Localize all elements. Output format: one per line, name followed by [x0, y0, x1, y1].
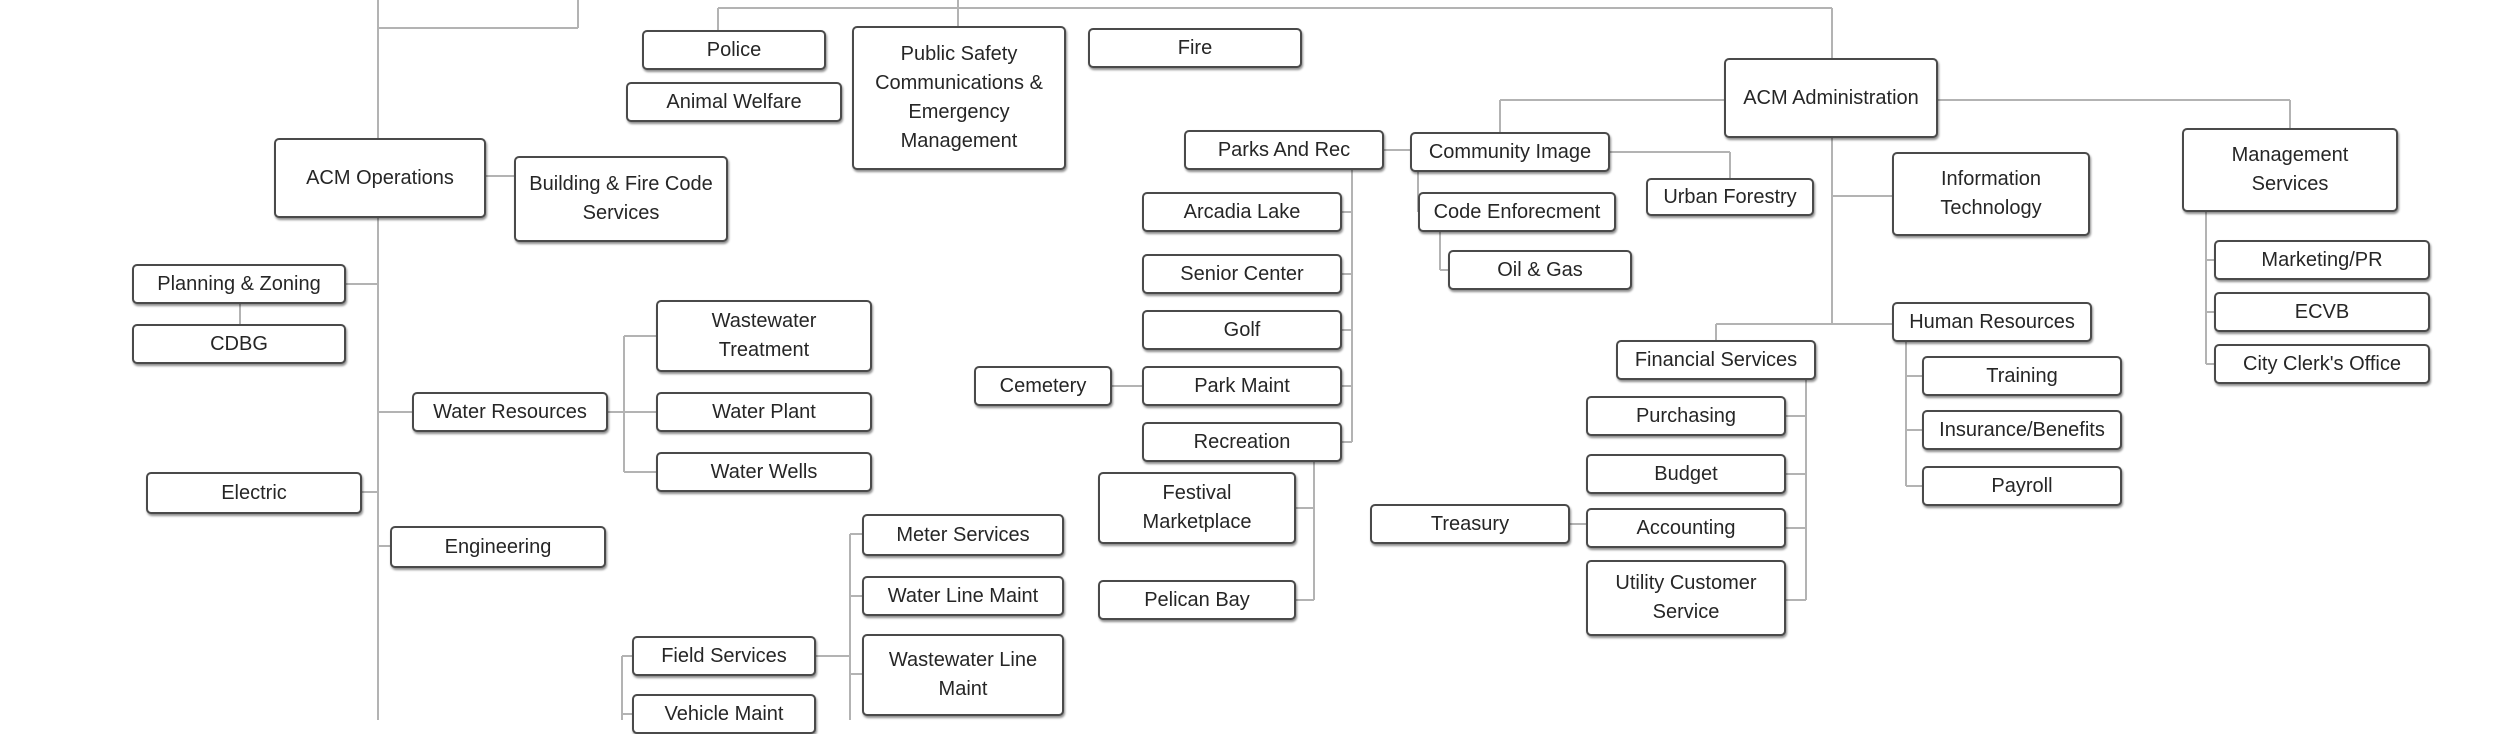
- box-parks-and-rec: Parks And Rec: [1184, 130, 1384, 170]
- box-acm-operations: ACM Operations: [274, 138, 486, 218]
- box-payroll: Payroll: [1922, 466, 2122, 506]
- box-wastewater-treatment: Wastewater Treatment: [656, 300, 872, 372]
- box-vehicle-maint: Vehicle Maint: [632, 694, 816, 734]
- box-human-resources: Human Resources: [1892, 302, 2092, 342]
- box-field-services: Field Services: [632, 636, 816, 676]
- box-ecvb: ECVB: [2214, 292, 2430, 332]
- box-animal-welfare: Animal Welfare: [626, 82, 842, 122]
- box-park-maint: Park Maint: [1142, 366, 1342, 406]
- box-training: Training: [1922, 356, 2122, 396]
- box-utility-customer-service: Utility Customer Service: [1586, 560, 1786, 636]
- box-building-fire-code: Building & Fire Code Services: [514, 156, 728, 242]
- box-senior-center: Senior Center: [1142, 254, 1342, 294]
- box-budget: Budget: [1586, 454, 1786, 494]
- box-arcadia-lake: Arcadia Lake: [1142, 192, 1342, 232]
- box-festival-marketplace: Festival Marketplace: [1098, 472, 1296, 544]
- box-planning-zoning: Planning & Zoning: [132, 264, 346, 304]
- box-insurance-benefits: Insurance/Benefits: [1922, 410, 2122, 450]
- box-treasury: Treasury: [1370, 504, 1570, 544]
- box-fire: Fire: [1088, 28, 1302, 68]
- box-oil-gas: Oil & Gas: [1448, 250, 1632, 290]
- box-pelican-bay: Pelican Bay: [1098, 580, 1296, 620]
- box-engineering: Engineering: [390, 526, 606, 568]
- box-water-resources: Water Resources: [412, 392, 608, 432]
- box-water-line-maint: Water Line Maint: [862, 576, 1064, 616]
- box-information-technology: Information Technology: [1892, 152, 2090, 236]
- box-code-enforcement: Code Enforecment: [1418, 192, 1616, 232]
- box-cdbg: CDBG: [132, 324, 346, 364]
- box-police: Police: [642, 30, 826, 70]
- box-water-wells: Water Wells: [656, 452, 872, 492]
- box-accounting: Accounting: [1586, 508, 1786, 548]
- box-cemetery: Cemetery: [974, 366, 1112, 406]
- box-acm-administration: ACM Administration: [1724, 58, 1938, 138]
- box-golf: Golf: [1142, 310, 1342, 350]
- box-water-plant: Water Plant: [656, 392, 872, 432]
- box-marketing-pr: Marketing/PR: [2214, 240, 2430, 280]
- box-urban-forestry: Urban Forestry: [1646, 178, 1814, 216]
- box-community-image: Community Image: [1410, 132, 1610, 172]
- box-financial-services: Financial Services: [1616, 340, 1816, 380]
- box-city-clerk: City Clerk's Office: [2214, 344, 2430, 384]
- box-recreation: Recreation: [1142, 422, 1342, 462]
- box-wastewater-line-maint: Wastewater Line Maint: [862, 634, 1064, 716]
- box-public-safety: Public Safety Communications & Emergency…: [852, 26, 1066, 170]
- box-management-services: Management Services: [2182, 128, 2398, 212]
- box-electric: Electric: [146, 472, 362, 514]
- box-meter-services: Meter Services: [862, 514, 1064, 556]
- box-purchasing: Purchasing: [1586, 396, 1786, 436]
